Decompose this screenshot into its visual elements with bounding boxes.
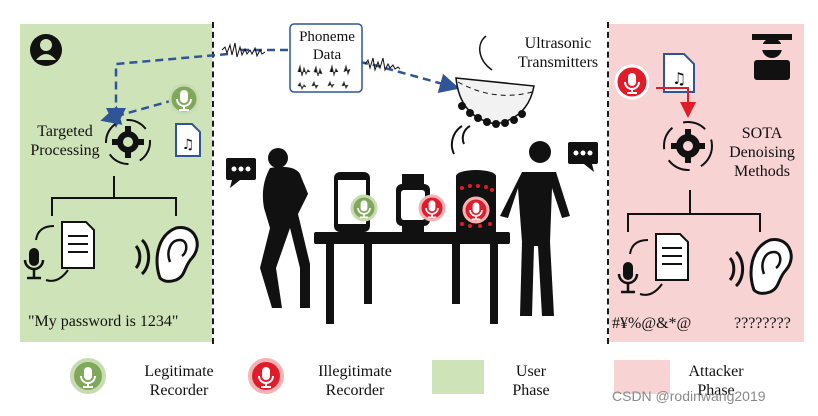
- man-silhouette: [500, 141, 570, 316]
- arrow-to-doc-attacker: [629, 239, 649, 255]
- legend-user-swatch: [432, 360, 484, 394]
- user-phase-divider: [212, 22, 214, 344]
- illegitimate-recorder-icon-speaker: [462, 196, 490, 224]
- audio-file-icon-attacker: ♫: [663, 53, 695, 93]
- legend-legitimate-icon: [70, 358, 106, 394]
- waveform-right: [364, 57, 401, 72]
- arrow-to-doc-user: [35, 225, 55, 241]
- denoising-gear-icon: [663, 121, 713, 171]
- illegitimate-recorder-icon-attacker: [614, 64, 650, 100]
- arrow-from-doc-user: [45, 269, 69, 282]
- speech-bubble-icon-left: [226, 158, 256, 188]
- attacker-phase-divider: [607, 22, 609, 344]
- sota-denoising-label: SOTA Denoising Methods: [729, 125, 795, 180]
- hacker-icon: [752, 34, 792, 80]
- ear-icon-user: [155, 226, 199, 283]
- attacker-bracket: [627, 190, 761, 232]
- ultrasonic-transmitters-label: Ultrasonic Transmitters: [517, 35, 599, 71]
- legend-illegitimate-icon: [248, 358, 284, 394]
- legend-user-phase-label: User Phase: [512, 363, 550, 399]
- processing-gear-icon: [105, 119, 151, 165]
- sound-waves-icon-attacker: [728, 250, 745, 288]
- svg-text:♫: ♫: [182, 137, 195, 153]
- ear-icon-attacker: [749, 238, 793, 295]
- woman-silhouette: [260, 148, 310, 308]
- ultrasonic-transmitter: [450, 35, 535, 155]
- user-phase-panel: [20, 24, 212, 342]
- mic-icon-attacker: [617, 262, 639, 294]
- document-icon-user: [61, 221, 95, 269]
- legitimate-recorder-icon-phone: [350, 194, 378, 222]
- sound-waves-icon-user: [134, 238, 151, 276]
- phoneme-data-box: [289, 23, 363, 93]
- speech-bubble-icon-right: [568, 142, 598, 172]
- garbled-text-right: ????????: [734, 315, 791, 332]
- document-icon-attacker: [655, 233, 689, 281]
- legend-legitimate-label: Legitimate Recorder: [144, 363, 214, 399]
- garbled-text-left: #¥%@&*@: [612, 315, 692, 332]
- table: [314, 232, 510, 324]
- legend-attacker-swatch: [614, 360, 670, 394]
- mic-icon-user: [23, 248, 45, 280]
- legitimate-recorder-icon-top: [168, 83, 200, 115]
- illegitimate-recorder-icon-watch: [418, 194, 446, 222]
- watermark-text: CSDN @rodinwang2019: [612, 388, 766, 404]
- legend-attacker-phase-label: Attacker Phase: [688, 363, 744, 399]
- user-bracket: [51, 176, 177, 216]
- user-icon: [30, 34, 62, 66]
- legend-illegitimate-label: Illegitimate Recorder: [318, 363, 392, 399]
- targeted-processing-label: Targeted Processing: [30, 123, 100, 159]
- audio-file-icon: ♫: [175, 123, 201, 157]
- phoneme-flow-arrow: [100, 48, 460, 118]
- svg-text:♫: ♫: [672, 69, 686, 88]
- waveform-left: [221, 42, 266, 58]
- attack-flow-arrow: [656, 87, 696, 118]
- user-quote-text: "My password is 1234": [28, 313, 179, 330]
- phoneme-data-label: Phoneme Data: [299, 29, 355, 63]
- arrow-from-doc-attacker: [639, 283, 663, 296]
